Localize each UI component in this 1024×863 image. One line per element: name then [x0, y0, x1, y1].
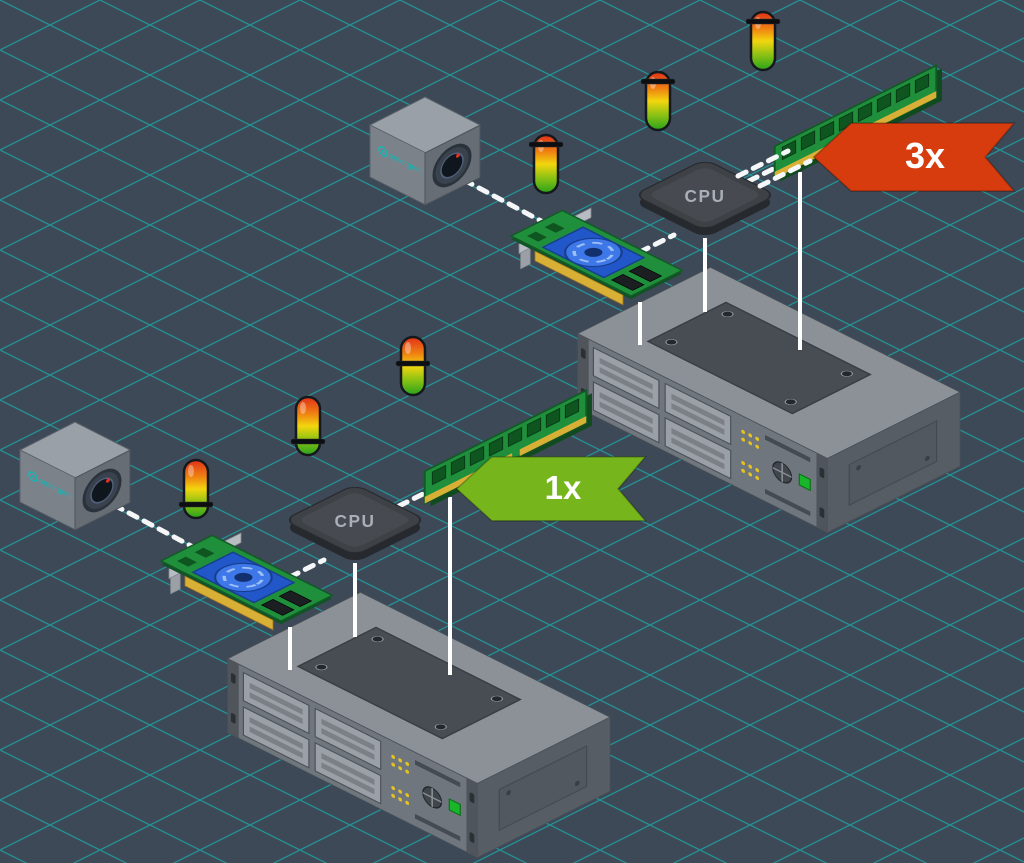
multiplier-label-1x: 1x: [545, 469, 582, 506]
gauge-needle: [395, 360, 431, 367]
gauge-needle: [178, 501, 214, 508]
gauge-needle: [528, 141, 564, 148]
system-1x: 1x: [20, 337, 647, 858]
gauge-needle: [640, 78, 676, 85]
system-3x: 3x: [370, 12, 1016, 533]
extra-memory-cables: [735, 148, 813, 189]
gauge-needle: [745, 18, 781, 25]
multiplier-label-3x: 3x: [905, 135, 945, 176]
gauge-needle: [290, 438, 326, 445]
